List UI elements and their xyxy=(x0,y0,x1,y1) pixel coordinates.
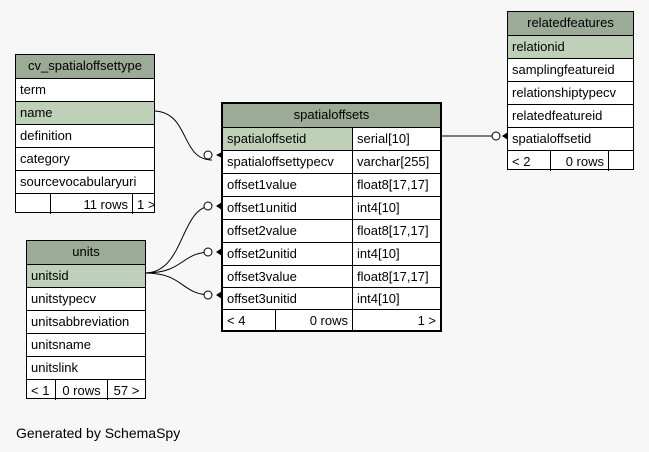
column-row[interactable]: unitslink xyxy=(27,356,145,379)
column-name: category xyxy=(20,151,70,166)
column-row[interactable]: definition xyxy=(16,124,154,147)
column-row[interactable]: samplingfeatureid xyxy=(508,58,633,81)
column-type: serial[10] xyxy=(352,128,440,150)
column-row[interactable]: relationid xyxy=(508,35,633,58)
table-units[interactable]: units unitsid unitstypecv unitsabbreviat… xyxy=(26,240,146,400)
column-name: sourcevocabularyuri xyxy=(20,174,137,189)
table-relatedfeatures[interactable]: relatedfeatures relationid samplingfeatu… xyxy=(507,11,634,171)
column-row[interactable]: term xyxy=(16,78,154,101)
row-count: 0 rows xyxy=(550,151,608,171)
column-name: unitsabbreviation xyxy=(31,314,130,329)
column-type: float8[17,17] xyxy=(352,266,440,287)
edge-name-arrow xyxy=(216,152,222,158)
column-name: spatialoffsetid xyxy=(223,128,352,150)
table-footer: < 4 0 rows 1 > xyxy=(223,309,440,330)
generated-by-label: Generated by SchemaSpy xyxy=(16,425,181,441)
table-footer: 11 rows 1 > xyxy=(16,193,154,214)
column-row[interactable]: offset3unitid int4[10] xyxy=(223,287,440,309)
column-row[interactable]: unitsid xyxy=(27,264,145,287)
column-name: unitsname xyxy=(31,337,91,352)
column-row[interactable]: name xyxy=(16,101,154,124)
column-name: relationid xyxy=(512,39,565,54)
column-name: offset2value xyxy=(227,223,297,238)
row-count: 0 rows xyxy=(275,310,352,330)
column-name: relatedfeatureid xyxy=(512,108,603,123)
column-row[interactable]: offset2unitid int4[10] xyxy=(223,242,440,265)
column-row[interactable]: spatialoffsetid serial[10] xyxy=(223,127,440,150)
column-type: int4[10] xyxy=(352,197,440,219)
column-type: varchar[255] xyxy=(352,151,440,173)
table-header[interactable]: spatialoffsets xyxy=(223,104,440,127)
edge-unitsid-to-offset2unitid xyxy=(144,251,213,274)
column-name: unitsid xyxy=(31,268,69,283)
parents-count[interactable] xyxy=(16,194,50,214)
column-row[interactable]: offset2value float8[17,17] xyxy=(223,219,440,242)
edge-unitsid-to-offset3unitid xyxy=(144,272,213,296)
parents-count[interactable]: < 4 xyxy=(227,313,246,328)
children-count[interactable] xyxy=(608,151,633,171)
edge-offset3-circle xyxy=(203,290,213,300)
column-name: unitslink xyxy=(31,360,78,375)
column-name: offset1value xyxy=(227,177,297,192)
column-name: samplingfeatureid xyxy=(512,62,615,77)
column-type: int4[10] xyxy=(352,243,440,265)
children-count[interactable]: 1 > xyxy=(352,310,440,330)
column-row[interactable]: relatedfeatureid xyxy=(508,104,633,127)
column-name: definition xyxy=(20,128,73,143)
edge-name-to-spatialoffsettypecv xyxy=(152,110,213,161)
edge-offset2-circle xyxy=(203,247,213,257)
children-count[interactable]: 1 > xyxy=(132,194,154,214)
column-row[interactable]: unitsname xyxy=(27,333,145,356)
column-name: name xyxy=(20,105,53,120)
column-type: float8[17,17] xyxy=(352,220,440,242)
row-count: 11 rows xyxy=(50,194,132,214)
column-name: unitstypecv xyxy=(31,291,97,306)
edge-unitsid-to-offset1unitid xyxy=(144,205,213,274)
column-row[interactable]: offset3value float8[17,17] xyxy=(223,265,440,287)
edge-offset1-arrow xyxy=(216,202,222,210)
column-row[interactable]: spatialoffsettypecv varchar[255] xyxy=(223,150,440,173)
table-header[interactable]: cv_spatialoffsettype xyxy=(16,55,154,78)
edge-offset2-arrow xyxy=(216,248,222,256)
table-spatialoffsets[interactable]: spatialoffsets spatialoffsetid serial[10… xyxy=(221,102,442,332)
table-header[interactable]: relatedfeatures xyxy=(508,12,633,35)
column-name: relationshiptypecv xyxy=(512,85,617,100)
edge-offset1-circle xyxy=(203,201,213,211)
edge-relatedfeatures-arrow xyxy=(502,132,508,140)
column-name: term xyxy=(20,82,46,97)
row-count: 0 rows xyxy=(55,380,107,400)
column-row[interactable]: offset1value float8[17,17] xyxy=(223,173,440,196)
column-row[interactable]: unitstypecv xyxy=(27,287,145,310)
column-name: spatialoffsetid xyxy=(512,131,592,146)
column-row[interactable]: unitsabbreviation xyxy=(27,310,145,333)
column-name: offset1unitid xyxy=(227,200,297,215)
column-row[interactable]: category xyxy=(16,147,154,170)
column-type: float8[17,17] xyxy=(352,174,440,196)
table-footer: < 1 0 rows 57 > xyxy=(27,379,145,400)
edge-name-crowfoot-circle xyxy=(203,150,213,160)
children-count[interactable]: 57 > xyxy=(107,380,145,400)
column-type: int4[10] xyxy=(352,288,440,309)
edge-relatedfeatures-circle xyxy=(491,131,501,141)
column-name: offset3value xyxy=(227,269,297,284)
parents-count[interactable]: < 2 xyxy=(512,154,531,169)
table-footer: < 2 0 rows xyxy=(508,150,633,171)
column-row[interactable]: spatialoffsetid xyxy=(508,127,633,150)
edge-offset3-arrow xyxy=(216,291,222,299)
table-header[interactable]: units xyxy=(27,241,145,264)
table-cv-spatialoffsettype[interactable]: cv_spatialoffsettype term name definitio… xyxy=(15,54,155,214)
column-name: offset3unitid xyxy=(227,291,297,306)
column-name: offset2unitid xyxy=(227,246,297,261)
parents-count[interactable]: < 1 xyxy=(31,383,50,398)
column-name: spatialoffsettypecv xyxy=(227,154,334,169)
column-row[interactable]: relationshiptypecv xyxy=(508,81,633,104)
column-row[interactable]: sourcevocabularyuri xyxy=(16,170,154,193)
column-row[interactable]: offset1unitid int4[10] xyxy=(223,196,440,219)
